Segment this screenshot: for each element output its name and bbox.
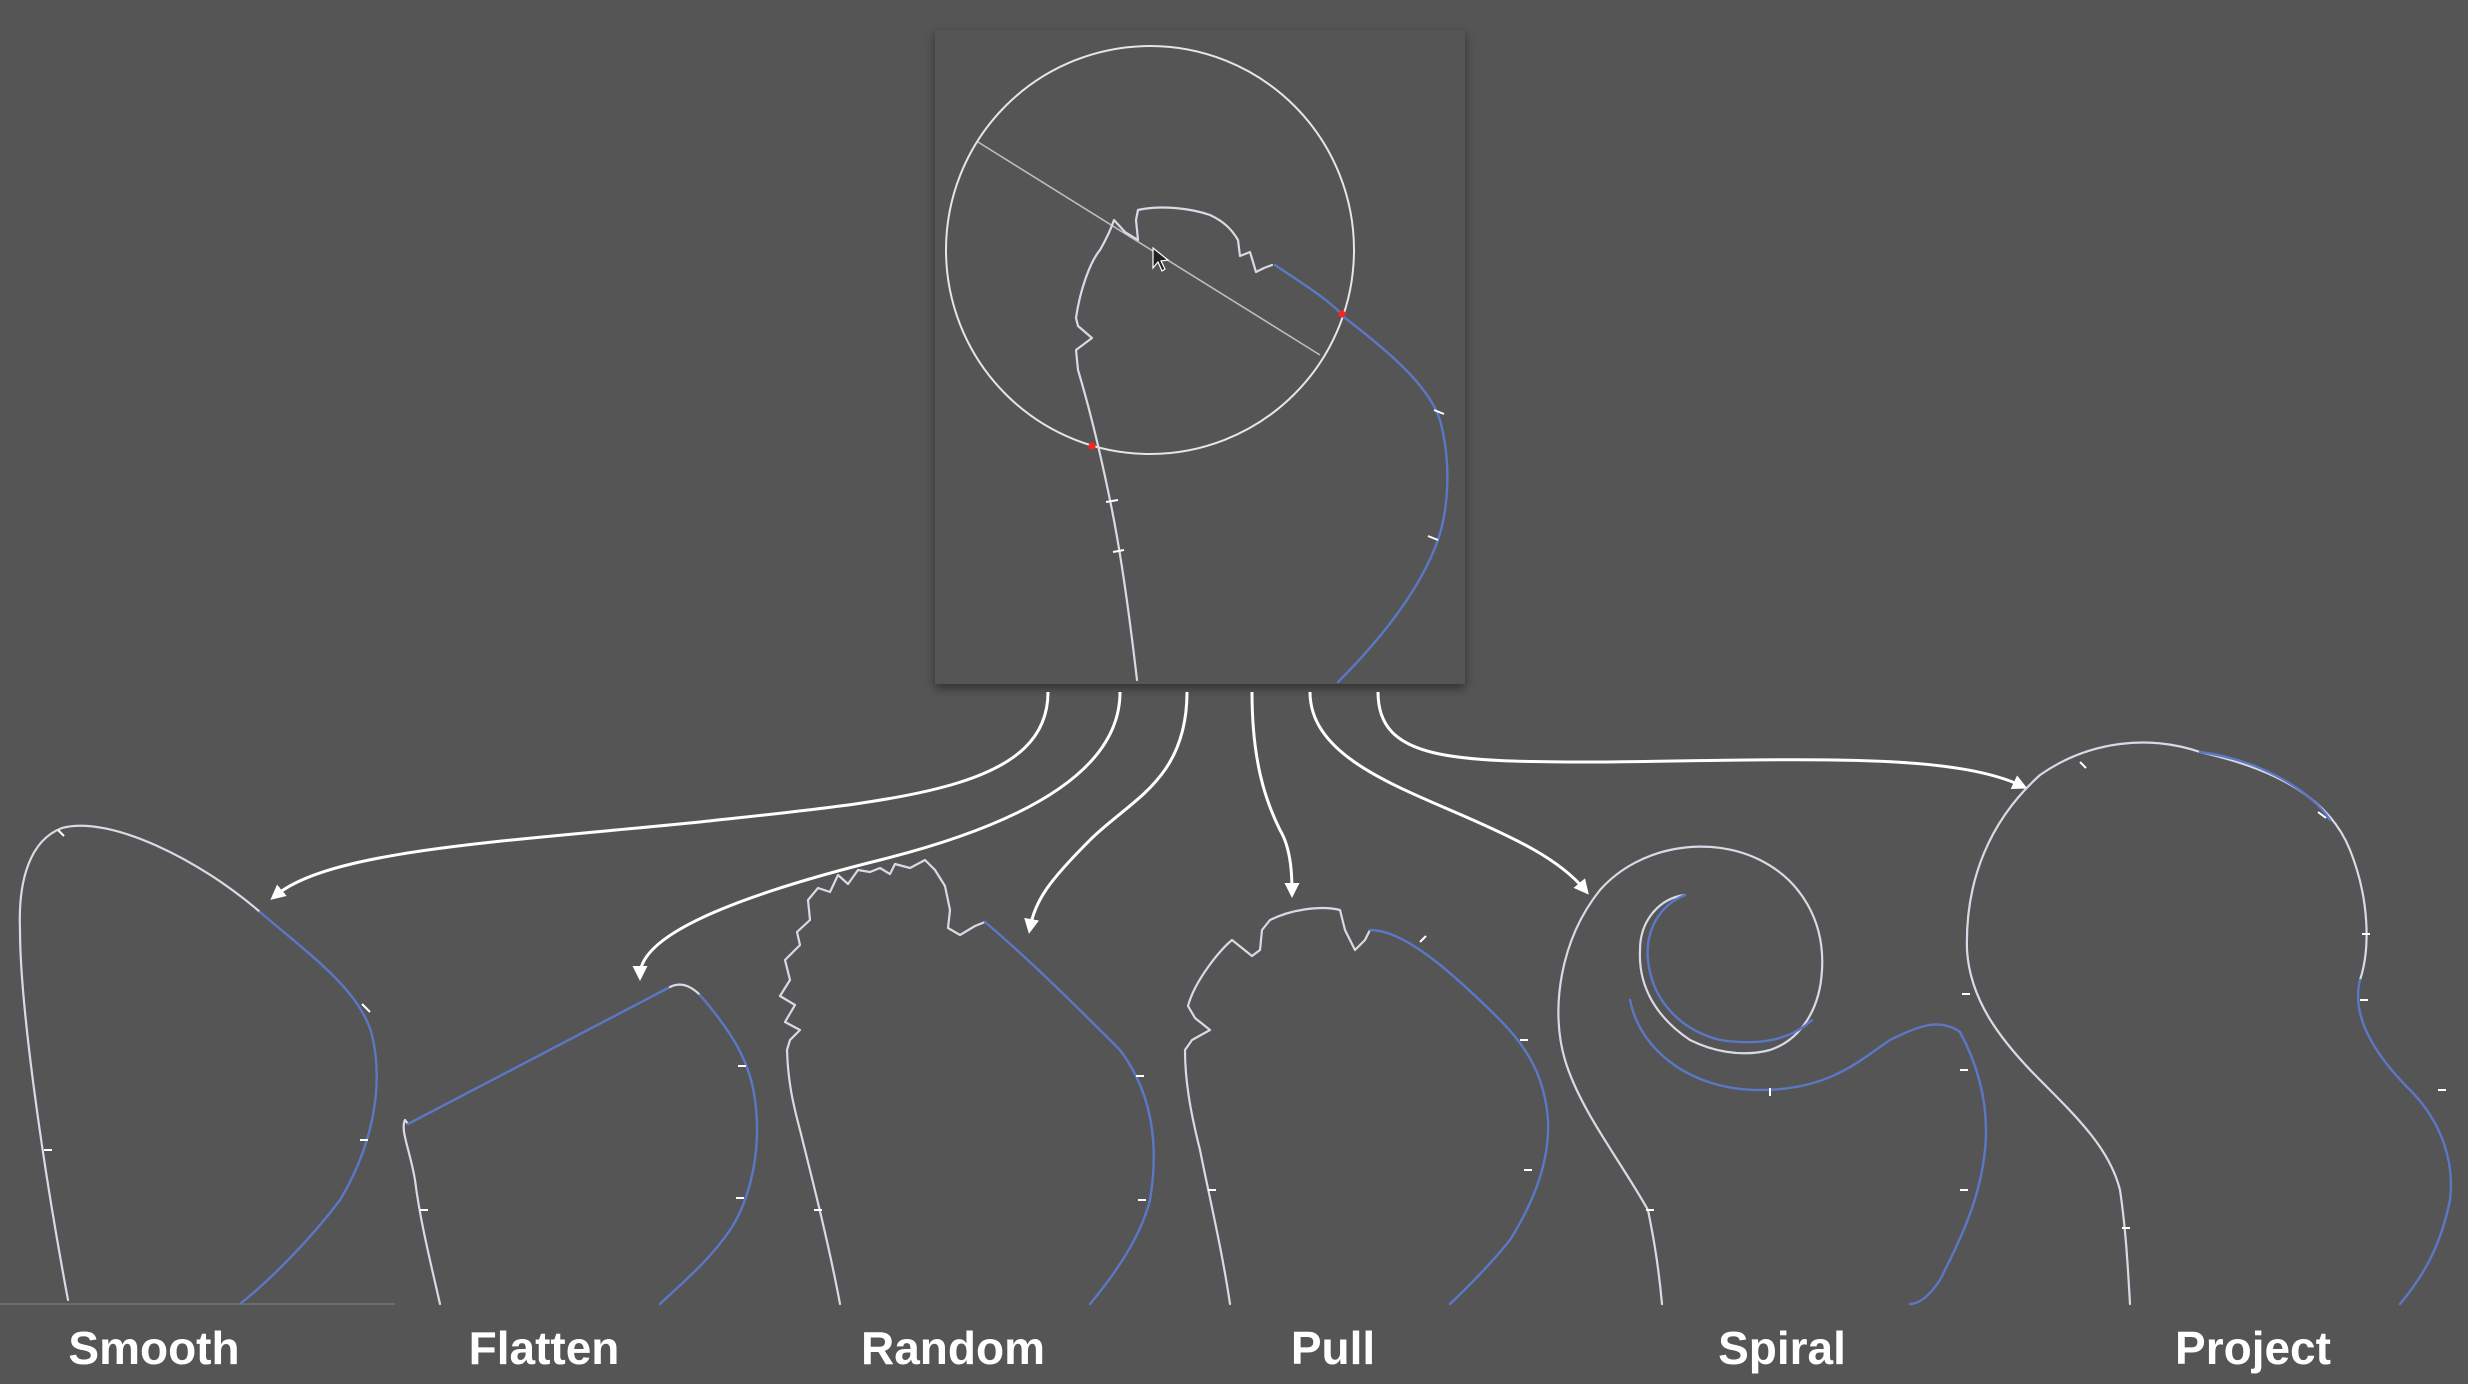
label-spiral: Spiral xyxy=(1718,1322,1846,1374)
arrow-to-project xyxy=(1376,691,2028,789)
preview-spline-right xyxy=(1273,263,1449,684)
brush-direction-line xyxy=(977,141,1321,356)
mouse-pointer-icon xyxy=(1152,246,1170,272)
brush-preview-viewport xyxy=(935,30,1465,684)
spiral-result xyxy=(1557,845,1988,1306)
project-result xyxy=(1962,741,2453,1306)
red-point-left xyxy=(1088,442,1096,450)
random-result xyxy=(778,858,1155,1306)
label-project: Project xyxy=(2175,1322,2331,1374)
preview-spline-top xyxy=(1136,206,1274,274)
pull-result xyxy=(1183,906,1550,1306)
mode-labels: Smooth Flatten Random Pull Spiral Projec… xyxy=(68,1322,2331,1374)
flatten-result xyxy=(402,983,759,1306)
mode-arrows xyxy=(270,691,2028,981)
label-smooth: Smooth xyxy=(68,1322,239,1374)
brush-radius-circle xyxy=(945,45,1355,455)
smooth-result xyxy=(0,824,395,1306)
preview-spline-left xyxy=(1074,208,1140,682)
arrow-to-random xyxy=(1024,691,1189,934)
label-flatten: Flatten xyxy=(469,1322,620,1374)
arrow-to-flatten xyxy=(632,691,1122,981)
label-pull: Pull xyxy=(1291,1322,1375,1374)
arrow-to-spiral xyxy=(1308,691,1589,895)
red-point-right xyxy=(1338,310,1346,318)
arrow-to-smooth xyxy=(270,691,1050,900)
label-random: Random xyxy=(861,1322,1045,1374)
arrow-to-pull xyxy=(1250,691,1300,898)
